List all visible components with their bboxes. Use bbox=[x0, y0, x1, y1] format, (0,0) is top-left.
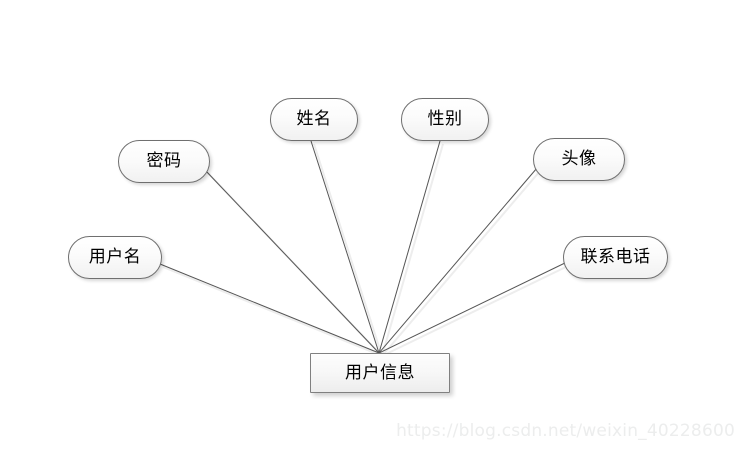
attribute-node[interactable]: 用户名 bbox=[68, 236, 162, 279]
attribute-node[interactable]: 姓名 bbox=[270, 98, 358, 141]
edge-line bbox=[310, 140, 380, 354]
attribute-node[interactable]: 密码 bbox=[118, 140, 210, 183]
attribute-node-label: 头像 bbox=[561, 149, 597, 169]
edge-line bbox=[204, 169, 380, 354]
attribute-node-label: 姓名 bbox=[296, 109, 332, 129]
attribute-node[interactable]: 联系电话 bbox=[563, 236, 668, 279]
edge-group bbox=[159, 140, 568, 354]
attribute-node-label: 性别 bbox=[427, 109, 463, 129]
attribute-node-label: 用户名 bbox=[88, 247, 142, 267]
edge-shadow bbox=[207, 172, 383, 357]
edge-line bbox=[378, 140, 441, 354]
edge-shadow bbox=[381, 264, 571, 357]
edge-shadow bbox=[381, 170, 541, 357]
edge-line bbox=[378, 261, 568, 354]
edge-shadow-group bbox=[162, 143, 571, 357]
entity-node-label: 用户信息 bbox=[345, 362, 415, 383]
edge-shadow bbox=[162, 266, 383, 357]
attribute-node[interactable]: 性别 bbox=[401, 98, 489, 141]
edge-shadow bbox=[381, 143, 444, 357]
entity-node-user-info[interactable]: 用户信息 bbox=[310, 353, 450, 393]
attribute-node-label: 联系电话 bbox=[580, 247, 651, 267]
attribute-node[interactable]: 头像 bbox=[533, 138, 625, 181]
attribute-node-label: 密码 bbox=[146, 151, 182, 171]
watermark: https://blog.csdn.net/weixin_40228600 bbox=[396, 421, 735, 441]
edge-line bbox=[378, 167, 538, 354]
edge-line bbox=[159, 263, 380, 354]
edge-shadow bbox=[313, 143, 383, 357]
